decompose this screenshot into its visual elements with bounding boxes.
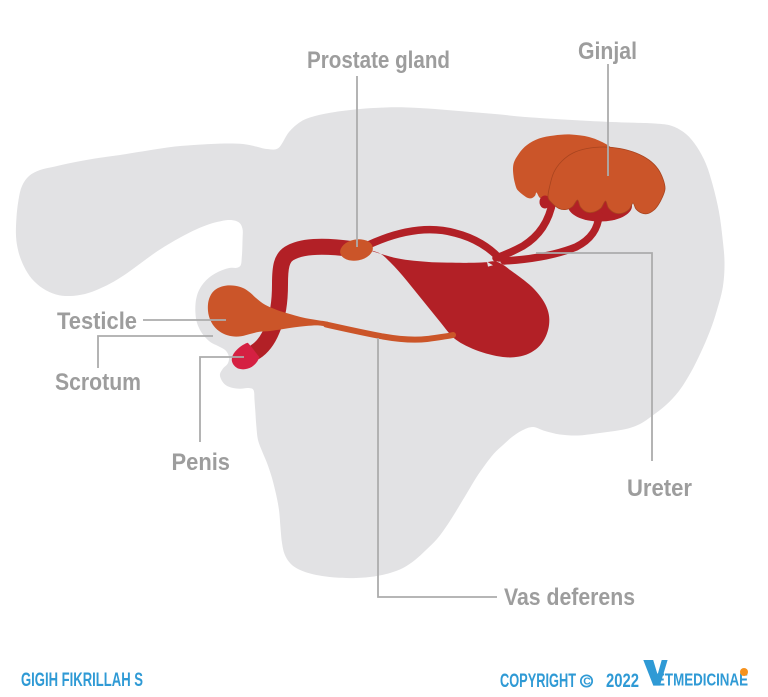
svg-text:Ureter: Ureter xyxy=(627,475,692,502)
svg-text:Scrotum: Scrotum xyxy=(55,369,141,396)
svg-text:Prostate gland: Prostate gland xyxy=(307,47,450,74)
svg-text:Vas deferens: Vas deferens xyxy=(504,584,635,611)
svg-text:ETMEDICINAE: ETMEDICINAE xyxy=(656,670,748,690)
svg-text:GIGIH FIKRILLAH S: GIGIH FIKRILLAH S xyxy=(21,670,143,691)
svg-text:C: C xyxy=(583,676,591,688)
svg-text:Testicle: Testicle xyxy=(57,308,137,335)
svg-text:Penis: Penis xyxy=(172,449,231,476)
svg-text:COPYRIGHT: COPYRIGHT xyxy=(500,671,576,692)
svg-text:Ginjal: Ginjal xyxy=(578,38,637,65)
svg-text:2022: 2022 xyxy=(606,671,639,692)
